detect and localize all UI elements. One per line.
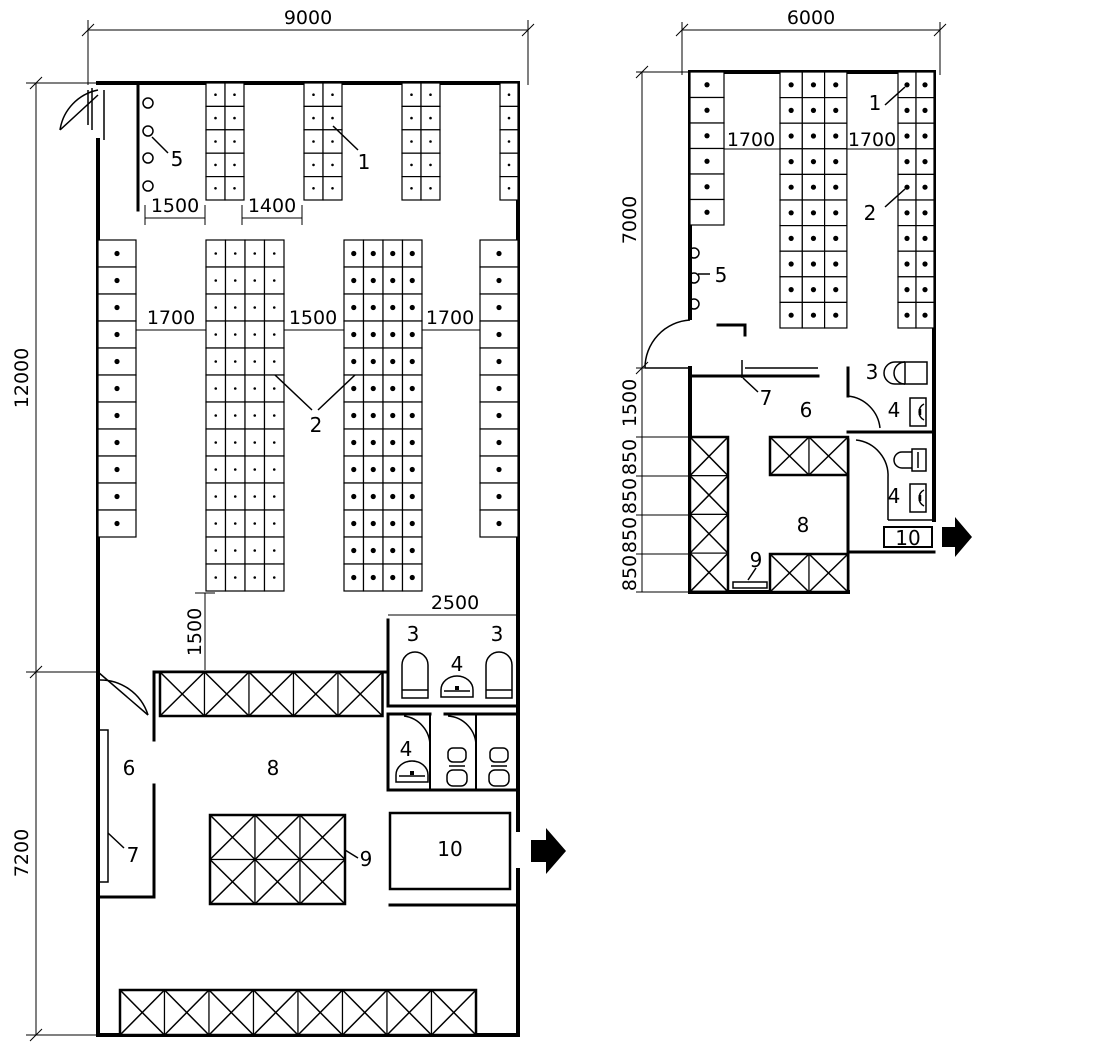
left-plan: 9000 12000 7200 [11, 7, 566, 1042]
right-label-7: 7 [760, 386, 773, 410]
left-label-8: 8 [267, 756, 280, 780]
dim-right-aisle-a-text: 1700 [727, 129, 775, 151]
right-rack-left [688, 435, 730, 594]
right-locker-block-center [779, 71, 848, 329]
right-label-8: 8 [797, 513, 810, 537]
dim-right-h2-text: 850 [619, 439, 641, 475]
right-hook-rail [688, 247, 700, 310]
left-label-4b: 4 [400, 737, 413, 761]
dim-left-aisles: 1700 1500 1700 [136, 307, 480, 331]
dim-aisle-a-text: 1700 [147, 307, 195, 329]
left-label-9: 9 [360, 847, 373, 871]
right-label-2: 2 [864, 201, 877, 225]
dim-left-height: 12000 7200 [11, 76, 98, 1042]
right-rack-top [768, 435, 850, 477]
dim-left-height-lower-text: 7200 [11, 829, 33, 877]
left-label-2: 2 [310, 413, 323, 437]
dim-right-width-text: 6000 [787, 7, 835, 29]
locker-row-top-1 [205, 82, 245, 201]
right-storage-racks [688, 435, 850, 594]
locker-row-top-4 [499, 82, 519, 201]
right-fixtures [732, 361, 933, 589]
left-labels: 1 2 3 3 4 4 5 6 7 8 9 10 [123, 147, 504, 871]
locker-column-right [479, 239, 519, 538]
dim-right-height-upper-text: 7000 [619, 196, 641, 244]
locker-block-middle-1 [205, 239, 285, 592]
rack-top [158, 670, 384, 718]
left-label-5: 5 [171, 147, 184, 171]
right-label-5: 5 [715, 263, 728, 287]
right-label-6: 6 [800, 398, 813, 422]
dim-aisle-bottom-text: 1500 [184, 608, 206, 656]
left-item-10 [388, 811, 512, 891]
right-label-10: 10 [895, 526, 920, 550]
locker-row-top-3 [401, 82, 441, 201]
left-label-4a: 4 [451, 652, 464, 676]
right-locker-column-left [689, 71, 725, 226]
right-label-4a: 4 [888, 398, 901, 422]
left-exit-arrow-icon [531, 828, 566, 874]
dim-right-h4-text: 850 [619, 517, 641, 553]
left-locker-rows [97, 82, 519, 592]
dim-left-height-upper-text: 12000 [11, 348, 33, 408]
left-storage-racks [118, 670, 478, 1037]
right-plan: 6000 7000 1500 850 850 850 850 [619, 7, 972, 594]
dim-right-width: 6000 [675, 7, 947, 75]
dim-aisle-c-text: 1700 [426, 307, 474, 329]
locker-row-top-2 [303, 82, 343, 201]
dim-right-h3-text: 850 [619, 478, 641, 514]
dim-aisle-b-text: 1500 [289, 307, 337, 329]
dim-right-aisles: 1700 1700 [723, 129, 898, 151]
right-exit-arrow-icon [942, 517, 972, 557]
dim-right-h5-text: 850 [619, 555, 641, 591]
right-leader-lines [698, 86, 906, 581]
left-hook-rail [136, 83, 154, 212]
right-rack-bottom [768, 552, 850, 594]
left-label-6: 6 [123, 756, 136, 780]
dim-left-width-text: 9000 [284, 7, 332, 29]
right-locker-rows [689, 71, 935, 329]
right-label-1: 1 [869, 91, 882, 115]
dim-left-aisle-bottom: 1500 [184, 592, 215, 670]
left-label-3a: 3 [407, 622, 420, 646]
left-leader-lines [107, 125, 359, 859]
rack-bottom [118, 988, 478, 1037]
dim-left-row-gaps: 1500 1400 [144, 195, 303, 225]
left-label-10: 10 [437, 837, 462, 861]
right-label-9: 9 [750, 548, 763, 572]
left-label-7: 7 [127, 843, 140, 867]
left-label-1: 1 [358, 150, 371, 174]
dim-left-width: 9000 [81, 7, 535, 85]
rack-center [208, 813, 347, 906]
right-locker-column-right [897, 71, 935, 329]
left-toilet-block: 2500 [386, 592, 520, 792]
right-labels: 1 2 3 4 4 5 6 7 8 9 10 [715, 91, 921, 572]
dim-row-gap-a-text: 1500 [151, 195, 199, 217]
dim-right-aisle-b-text: 1700 [848, 129, 896, 151]
locker-column-left [97, 239, 137, 538]
dim-row-gap-b-text: 1400 [248, 195, 296, 217]
dim-right-heights: 7000 1500 850 850 850 850 [619, 65, 690, 593]
dim-right-h1-text: 1500 [619, 379, 641, 427]
right-label-3: 3 [866, 360, 879, 384]
dim-toilet-width-text: 2500 [431, 592, 479, 614]
left-label-3b: 3 [491, 622, 504, 646]
right-label-4b: 4 [888, 484, 901, 508]
locker-block-middle-2 [343, 239, 423, 592]
